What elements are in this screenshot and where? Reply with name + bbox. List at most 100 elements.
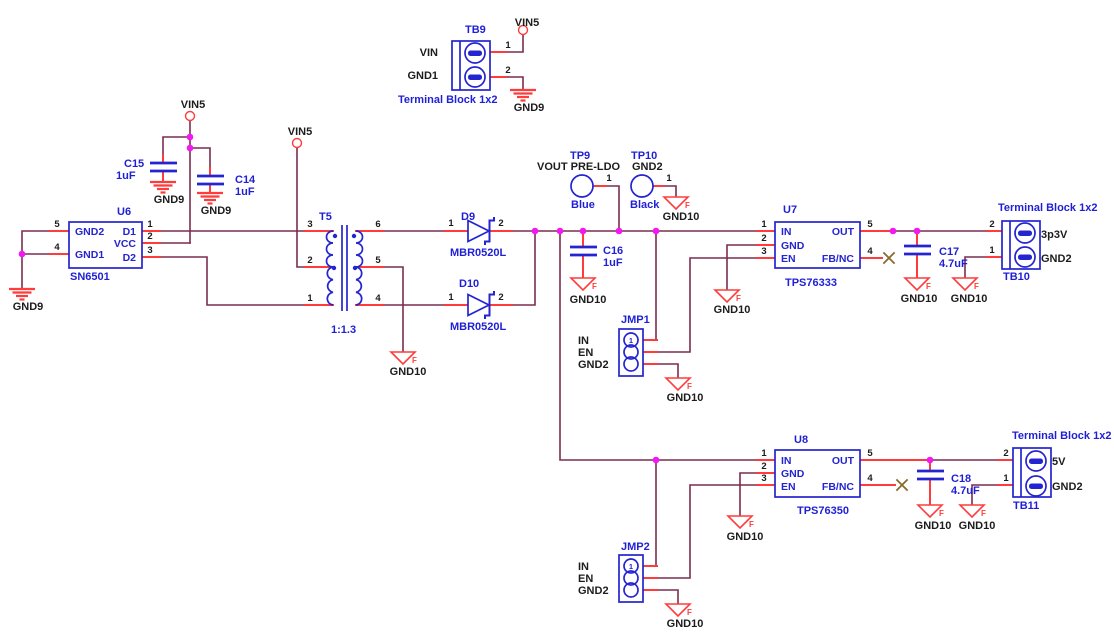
tp9-value: Blue	[571, 199, 595, 211]
u8-pin-gnd: GND	[781, 468, 805, 480]
u7-pin4-number: 4	[867, 246, 873, 257]
c17-capacitor: C17 4.7uF	[904, 244, 968, 270]
c14-ref: C14	[235, 174, 256, 186]
svg-text:GND10: GND10	[667, 618, 704, 630]
u6-pin-gnd1: GND1	[75, 249, 104, 261]
gnd9-label: GND9	[13, 301, 44, 313]
svg-text:GND10: GND10	[663, 211, 700, 223]
u8-ref: U8	[794, 434, 808, 446]
d10-pin1-number: 1	[448, 292, 454, 303]
t5-pin4-number: 4	[375, 293, 381, 304]
tb11-pin2-name: 5V	[1052, 456, 1066, 468]
u8-pin-en: EN	[781, 481, 796, 493]
tp9-test-point: TP9 VOUT PRE-LDO Blue 1	[537, 150, 621, 211]
svg-text:GND10: GND10	[727, 531, 764, 543]
svg-text:F: F	[749, 520, 754, 529]
gnd9-label: GND9	[201, 205, 232, 217]
tb10-terminal-block: Terminal Block 1x2 TB10 3p3V GND2 2 1	[989, 202, 1097, 283]
u7-pin-in: IN	[781, 226, 792, 238]
vin5-label: VIN5	[515, 17, 539, 29]
u8-pin3-number: 3	[761, 473, 766, 484]
svg-text:GND10: GND10	[951, 293, 988, 305]
t5-ref: T5	[319, 211, 332, 223]
gnd10-symbol-jmp2: F GND10	[664, 603, 704, 630]
gnd10-symbol-c18: F GND10	[915, 504, 952, 532]
svg-text:F: F	[939, 509, 944, 518]
svg-text:F: F	[687, 382, 692, 391]
tp10-net-label: GND2	[632, 161, 663, 173]
no-connect-icon	[882, 251, 896, 265]
u7-value: TPS76333	[785, 277, 837, 289]
tb9-value: Terminal Block 1x2	[398, 94, 497, 106]
u7-pin5-number: 5	[867, 219, 873, 230]
jmp1-pin1-number: 1	[629, 336, 633, 345]
no-connect-icon	[895, 478, 909, 492]
u8-pin-out: OUT	[832, 455, 855, 467]
u7-pin2-number: 2	[761, 233, 766, 244]
u6-ref: U6	[117, 206, 131, 218]
svg-text:F: F	[592, 282, 597, 291]
tp9-net-label: VOUT PRE-LDO	[537, 161, 621, 173]
jmp1-label-in: IN	[578, 335, 589, 347]
tb9-pin1-number: 1	[505, 40, 511, 51]
vin5-port-t5: VIN5	[288, 126, 312, 149]
u6-pin-vcc: VCC	[114, 238, 137, 250]
u6-pin-gnd2: GND2	[75, 226, 104, 238]
d10-ref: D10	[459, 278, 479, 290]
svg-text:GND10: GND10	[570, 294, 607, 306]
u6-pin2-number: 2	[147, 231, 152, 242]
tb11-value: Terminal Block 1x2	[1012, 430, 1111, 442]
vin5-port-top: VIN5	[515, 17, 539, 36]
u8-pin5-number: 5	[867, 448, 873, 459]
gnd9-label: GND9	[514, 102, 545, 114]
svg-text:GND10: GND10	[959, 520, 996, 532]
d9-value: MBR0520L	[450, 247, 507, 259]
tb9-pin1-name: VIN	[420, 47, 438, 59]
u7-pin-out: OUT	[832, 226, 855, 238]
u8-ldo-regulator: U8 TPS76350 IN GND EN OUT FB/NC 1 2 3 5 …	[761, 434, 909, 517]
gnd10-symbol-tb10: F GND10	[951, 277, 988, 305]
svg-text:F: F	[685, 201, 690, 210]
d10-value: MBR0520L	[450, 321, 507, 333]
c17-value: 4.7uF	[939, 258, 968, 270]
tp9-ref: TP9	[570, 150, 590, 162]
gnd9-label: GND9	[154, 194, 185, 206]
gnd10-symbol-tb11: F GND10	[958, 504, 996, 532]
gnd10-symbol-u8: F GND10	[726, 515, 764, 543]
tp10-test-point: TP10 GND2 Black 1	[630, 150, 672, 211]
gnd10-symbol-c16: F GND10	[569, 277, 607, 306]
u6-transformer-driver: U6 SN6501 GND2 D1 VCC GND1 D2 5 4 1 2 3	[54, 206, 153, 283]
tp10-value: Black	[630, 199, 660, 211]
gnd10-symbol-jmp1: F GND10	[664, 377, 703, 404]
c14-capacitor: C14 1uF	[197, 174, 256, 198]
c17-ref: C17	[939, 246, 959, 258]
c16-capacitor: C16 1uF	[570, 245, 623, 269]
junction-dots	[18, 133, 934, 464]
tb11-pin1-name: GND2	[1052, 481, 1083, 493]
jmp2-label-gnd2: GND2	[578, 585, 609, 597]
jmp1-jumper: 1 JMP1 IN EN GND2	[578, 314, 650, 377]
u6-pin1-number: 1	[147, 219, 153, 230]
gnd10-symbol-tp10: F GND10	[662, 196, 700, 223]
u6-pin4-number: 4	[54, 242, 60, 253]
tb11-pin1-number: 1	[1003, 473, 1009, 484]
tp10-ref: TP10	[631, 150, 657, 162]
d9-pin2-number: 2	[498, 218, 503, 229]
u7-ref: U7	[783, 204, 797, 216]
wires	[21, 33, 999, 605]
tp9-pin1-number: 1	[606, 173, 612, 184]
jmp2-pin1-number: 1	[629, 562, 633, 571]
svg-text:GND10: GND10	[390, 366, 427, 378]
tb10-pin2-name: 3p3V	[1041, 229, 1068, 241]
u8-pin-fbnc: FB/NC	[822, 481, 854, 493]
tb10-value: Terminal Block 1x2	[998, 202, 1097, 214]
c18-capacitor: C18 4.7uF	[917, 469, 980, 497]
jmp1-ref: JMP1	[621, 314, 650, 326]
c16-ref: C16	[603, 245, 623, 257]
d9-ref: D9	[461, 211, 475, 223]
svg-text:F: F	[974, 282, 979, 291]
svg-text:GND10: GND10	[915, 520, 952, 532]
svg-text:F: F	[926, 282, 931, 291]
svg-text:F: F	[412, 356, 417, 365]
